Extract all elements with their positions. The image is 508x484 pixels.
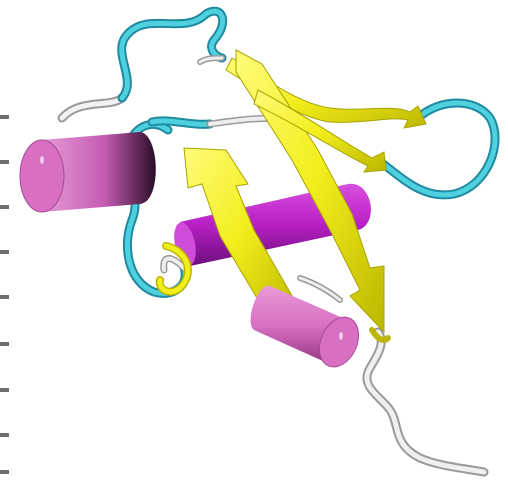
alpha-helix-bottom [251, 286, 366, 373]
alpha-helix-left [20, 132, 156, 212]
